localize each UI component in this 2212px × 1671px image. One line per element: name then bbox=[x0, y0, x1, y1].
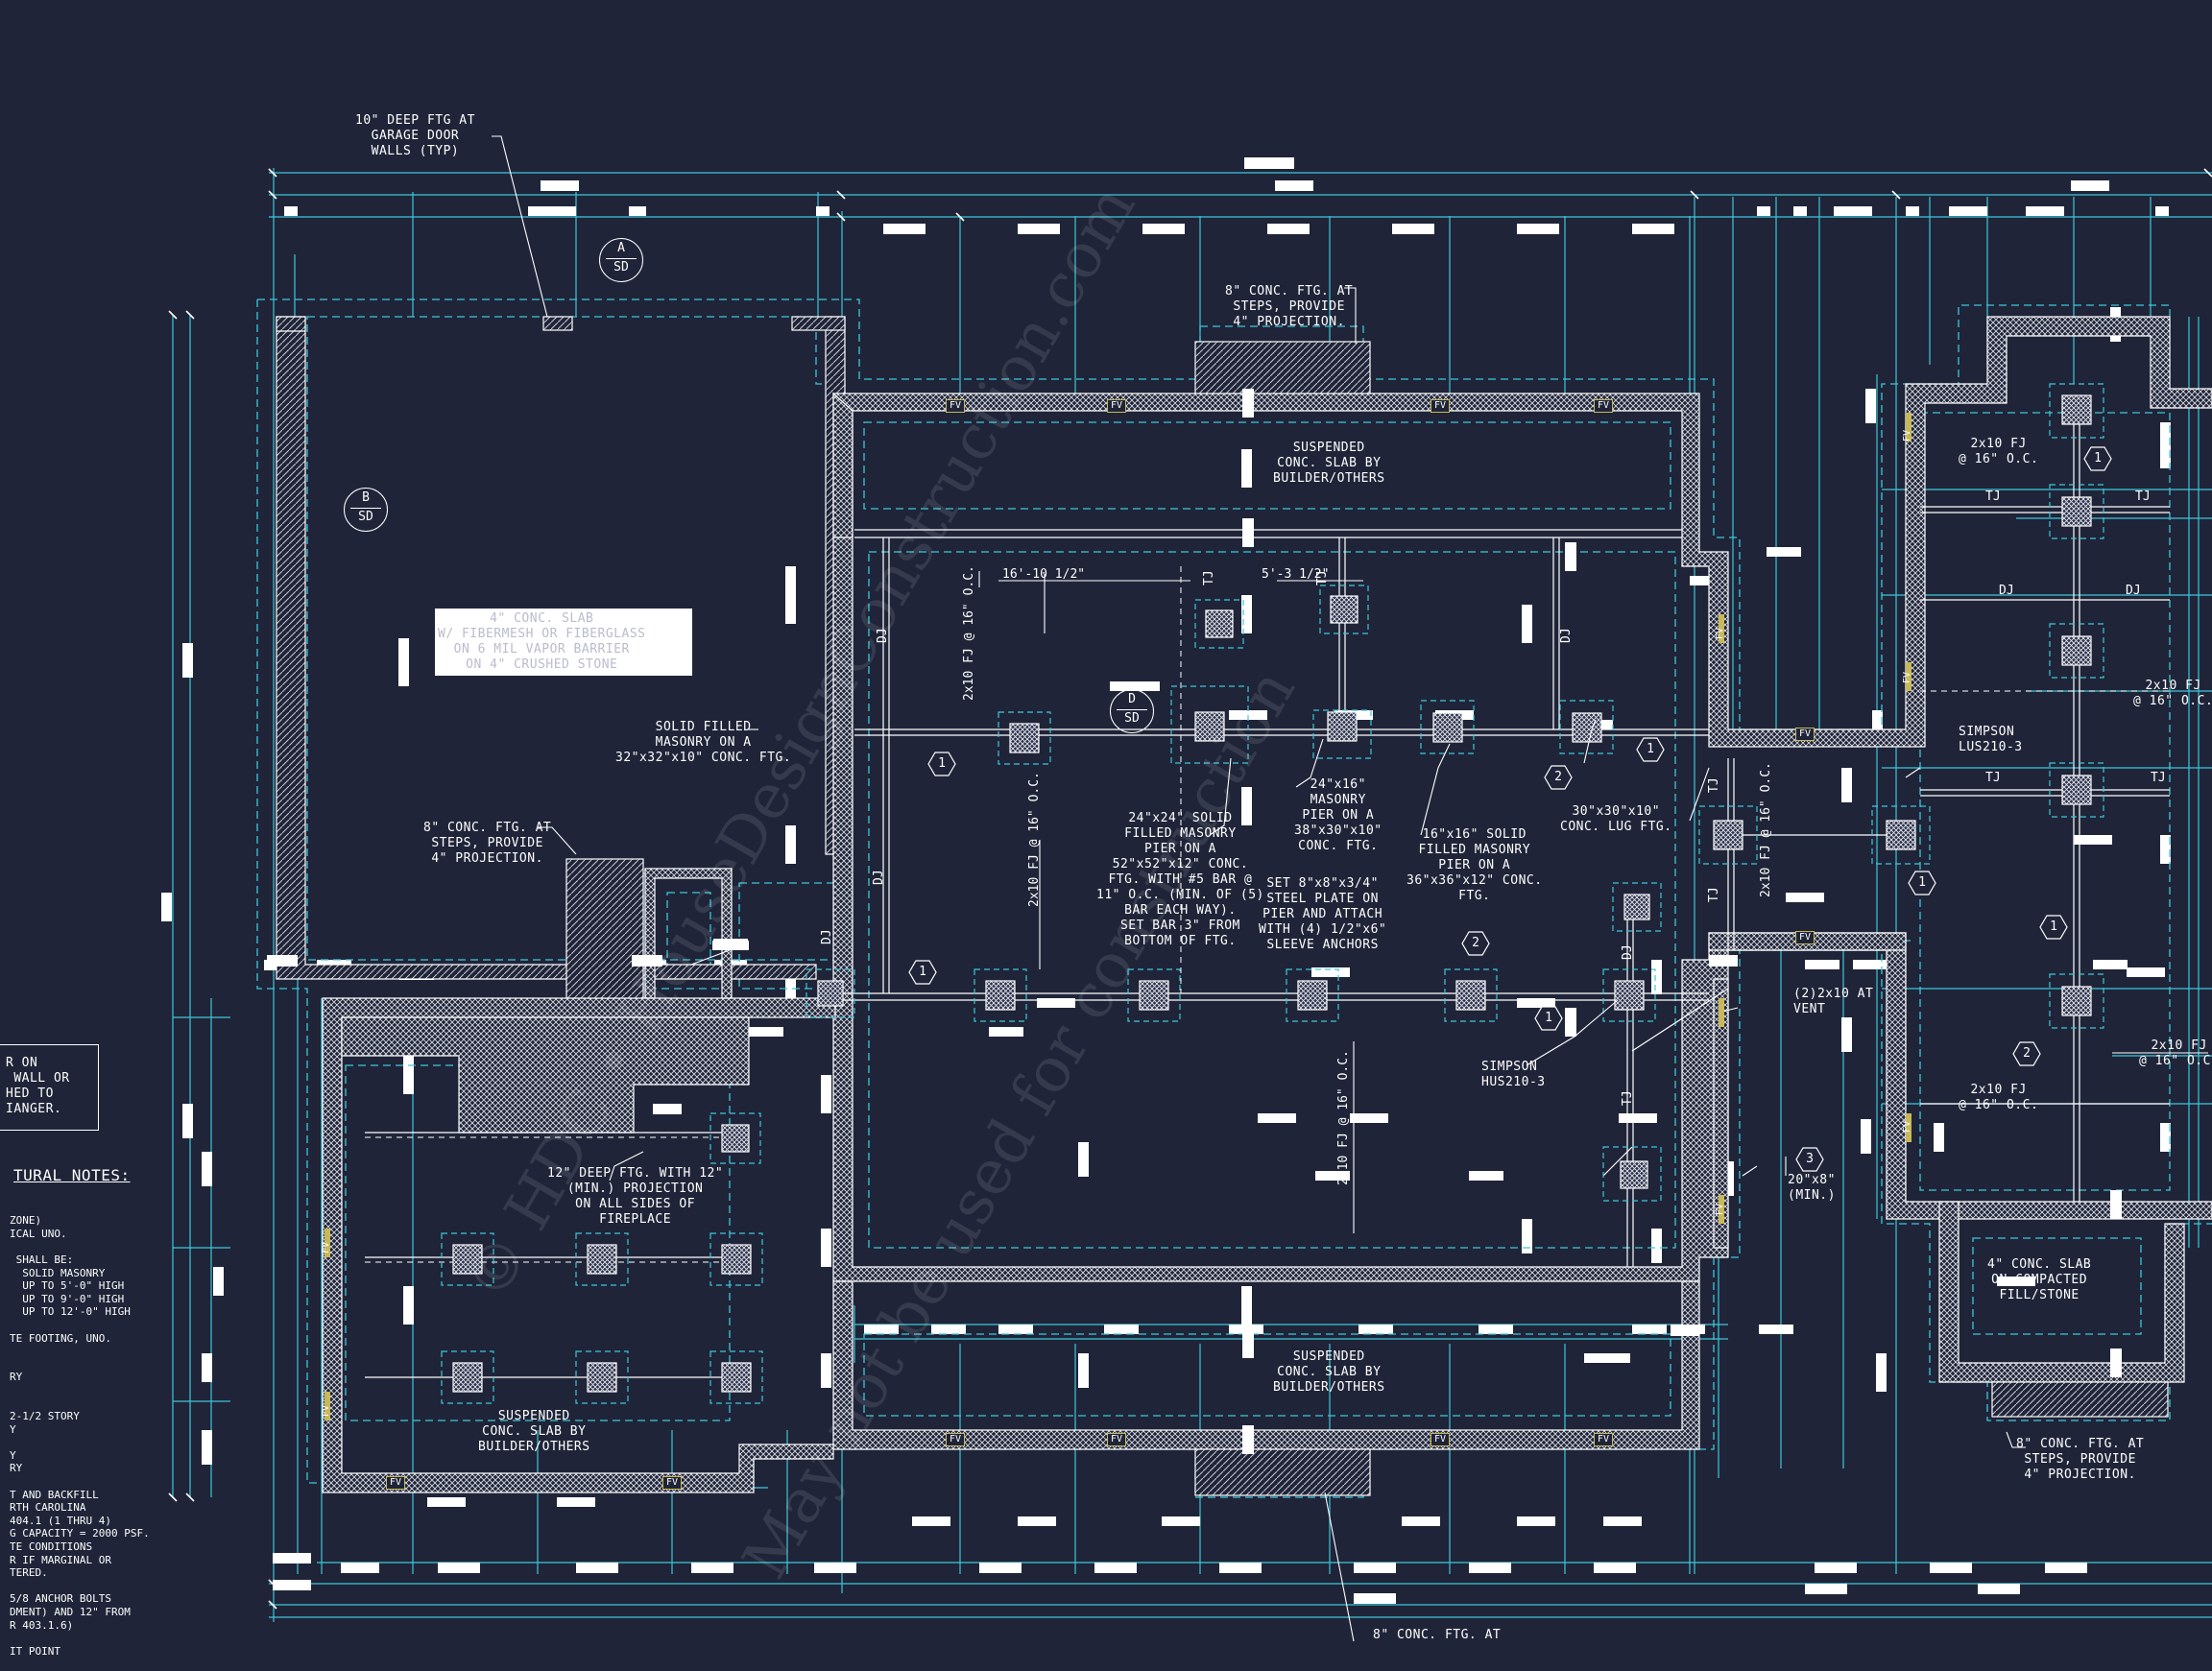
fv-tag: FV bbox=[1107, 1433, 1127, 1446]
note-vent: (2)2x10 AT VENT bbox=[1793, 987, 1874, 1016]
vent-marks bbox=[325, 413, 1911, 1420]
garage-slab-box bbox=[435, 609, 692, 676]
notes-fragment: R ON WALL OR HED TO IANGER. bbox=[6, 1056, 70, 1116]
joist-label-dj: DJ bbox=[1621, 944, 1635, 960]
section-sheet: SD bbox=[613, 260, 629, 275]
joist-label-dj: DJ bbox=[1559, 628, 1574, 643]
joist-label-dj: DJ bbox=[2126, 584, 2141, 598]
note-suspended-slab-bottom: SUSPENDED CONC. SLAB BY BUILDER/OTHERS bbox=[1273, 1349, 1385, 1395]
joist-label-tj: TJ bbox=[2151, 771, 2166, 785]
fv-tag: FV bbox=[1594, 1433, 1614, 1446]
section-mark-a[interactable]: A SD bbox=[599, 238, 643, 282]
section-letter: A bbox=[606, 239, 637, 259]
hex-tag[interactable]: 2 bbox=[1544, 765, 1573, 790]
section-sheet: SD bbox=[1124, 711, 1140, 726]
note-simpson-lus: SIMPSON LUS210-3 bbox=[1959, 725, 2023, 754]
fv-tag: FV bbox=[1107, 399, 1127, 413]
note-steps-footing-bottom: 8" CONC. FTG. AT bbox=[1373, 1628, 1502, 1642]
fv-tag-vertical: FV bbox=[1902, 1120, 1912, 1133]
notes-lines: ZONE)ICAL UNO. SHALL BE: SOLID MASONRY U… bbox=[10, 1214, 150, 1658]
joist-label-tj: TJ bbox=[1707, 777, 1721, 793]
fireplace bbox=[644, 868, 733, 999]
fv-tag: FV bbox=[1594, 399, 1614, 413]
notes-frame bbox=[0, 1044, 99, 1131]
note-steel-plate: SET 8"x8"x3/4" STEEL PLATE ON PIER AND A… bbox=[1259, 876, 1387, 952]
hex-tag[interactable]: 2 bbox=[2012, 1041, 2041, 1066]
section-mark-b[interactable]: B SD bbox=[344, 488, 388, 532]
foundation-walls bbox=[276, 316, 2212, 1493]
fv-tag: FV bbox=[386, 1476, 406, 1490]
note-suspended-slab-left: SUSPENDED CONC. SLAB BY BUILDER/OTHERS bbox=[478, 1409, 590, 1454]
hex-tag[interactable]: 3 bbox=[1795, 1147, 1824, 1172]
leader-lines bbox=[492, 135, 2208, 1642]
fv-tag: FV bbox=[1795, 728, 1815, 741]
note-slab-right: 4" CONC. SLAB ON COMPACTED FILL/STONE bbox=[1987, 1257, 2092, 1302]
piers bbox=[441, 383, 2104, 1404]
dimension-text: 5'-3 1/2" bbox=[1262, 567, 1330, 582]
floor-joist-note: 2x10 FJ @ 16" O.C. bbox=[1759, 762, 1773, 897]
joist-label-tj: TJ bbox=[1202, 570, 1216, 585]
floor-joist-note: 2x10 FJ @ 16" O.C. bbox=[2133, 679, 2212, 708]
joist-label-dj: DJ bbox=[1999, 584, 2014, 598]
hex-tag[interactable]: 1 bbox=[1534, 1006, 1563, 1031]
fv-tag-vertical: FV bbox=[1902, 671, 1912, 683]
floor-joist-note: 2x10 FJ @ 16" O.C. bbox=[2139, 1038, 2212, 1068]
note-lug-footing: 30"x30"x10" CONC. LUG FTG. bbox=[1560, 804, 1672, 834]
joist-label-tj: TJ bbox=[1985, 489, 2001, 504]
note-garage-slab: 4" CONC. SLAB W/ FIBERMESH OR FIBERGLASS… bbox=[438, 611, 646, 672]
notes-heading: TURAL NOTES: bbox=[13, 1166, 131, 1184]
fv-tag: FV bbox=[1431, 1433, 1451, 1446]
dimension-text: 16'-10 1/2" bbox=[1002, 567, 1086, 582]
section-sheet: SD bbox=[358, 510, 373, 524]
fv-tag-vertical: FV bbox=[321, 1241, 331, 1253]
hex-tag[interactable]: 1 bbox=[2039, 915, 2068, 940]
hex-tag[interactable]: 1 bbox=[2083, 446, 2112, 471]
note-steps-footing-left: 8" CONC. FTG. AT STEPS, PROVIDE 4" PROJE… bbox=[423, 821, 552, 866]
joist-label-dj: DJ bbox=[876, 628, 890, 643]
hex-tag[interactable]: 2 bbox=[1461, 931, 1490, 956]
joist-label-tj: TJ bbox=[2135, 489, 2151, 504]
fv-tag: FV bbox=[946, 1433, 966, 1446]
fv-tag-vertical: FV bbox=[321, 1404, 331, 1417]
note-pier-16x16: 16"x16" SOLID FILLED MASONRY PIER ON A 3… bbox=[1407, 827, 1543, 903]
section-letter: D bbox=[1117, 690, 1147, 710]
fv-tag: FV bbox=[1795, 931, 1815, 944]
fv-tag-vertical: FV bbox=[1715, 1203, 1725, 1215]
note-simpson-hus: SIMPSON HUS210-3 bbox=[1481, 1060, 1546, 1089]
floor-joist-note: 2x10 FJ @ 16" O.C. bbox=[962, 565, 976, 701]
note-suspended-slab-top: SUSPENDED CONC. SLAB BY BUILDER/OTHERS bbox=[1273, 441, 1385, 486]
fv-tag: FV bbox=[946, 399, 966, 413]
hex-tag[interactable]: 1 bbox=[908, 960, 937, 985]
step-footings bbox=[565, 341, 2169, 1496]
note-steps-footing-right: 8" CONC. FTG. AT STEPS, PROVIDE 4" PROJE… bbox=[2016, 1437, 2145, 1482]
note-steps-footing-top: 8" CONC. FTG. AT STEPS, PROVIDE 4" PROJE… bbox=[1225, 284, 1354, 329]
joist-label-dj: DJ bbox=[820, 929, 834, 944]
hex-tag[interactable]: 1 bbox=[1636, 737, 1665, 762]
floor-joist-note: 2x10 FJ @ 16" O.C. bbox=[1959, 437, 2039, 466]
joist-label-dj: DJ bbox=[872, 870, 886, 885]
note-fireplace-footing: 12" DEEP FTG. WITH 12" (MIN.) PROJECTION… bbox=[547, 1166, 724, 1227]
hex-tag[interactable]: 1 bbox=[1908, 871, 1936, 895]
note-beam-20x8: 20"x8" (MIN.) bbox=[1788, 1173, 1836, 1203]
note-garage-door-footing: 10" DEEP FTG AT GARAGE DOOR WALLS (TYP) bbox=[355, 113, 475, 158]
fv-tag: FV bbox=[662, 1476, 683, 1490]
joist-label-tj: TJ bbox=[1985, 771, 2001, 785]
section-mark-d[interactable]: D SD bbox=[1110, 689, 1154, 733]
note-pier-24x24: 24"x24" SOLID FILLED MASONRY PIER ON A 5… bbox=[1096, 811, 1264, 948]
fv-tag: FV bbox=[1431, 399, 1451, 413]
joist-label-tj: TJ bbox=[1707, 887, 1721, 902]
floor-joist-note: 2x10 FJ @ 16" O.C. bbox=[1027, 772, 1042, 907]
section-letter: B bbox=[350, 489, 381, 509]
note-pier-24x16: 24"x16" MASONRY PIER ON A 38"x30"x10" CO… bbox=[1294, 777, 1382, 853]
hex-tag[interactable]: 1 bbox=[927, 752, 956, 776]
fv-tag-vertical: FV bbox=[1715, 627, 1725, 639]
joist-label-tj: TJ bbox=[1621, 1090, 1635, 1106]
note-solid-filled-masonry: SOLID FILLED MASONRY ON A 32"x32"x10" CO… bbox=[615, 720, 792, 765]
floor-joist-note: 2x10 FJ @ 16" O.C. bbox=[1959, 1083, 2039, 1112]
floor-joist-note: 2x10 FJ @ 16" O.C. bbox=[1336, 1050, 1351, 1185]
fv-tag-vertical: FV bbox=[1902, 429, 1912, 442]
